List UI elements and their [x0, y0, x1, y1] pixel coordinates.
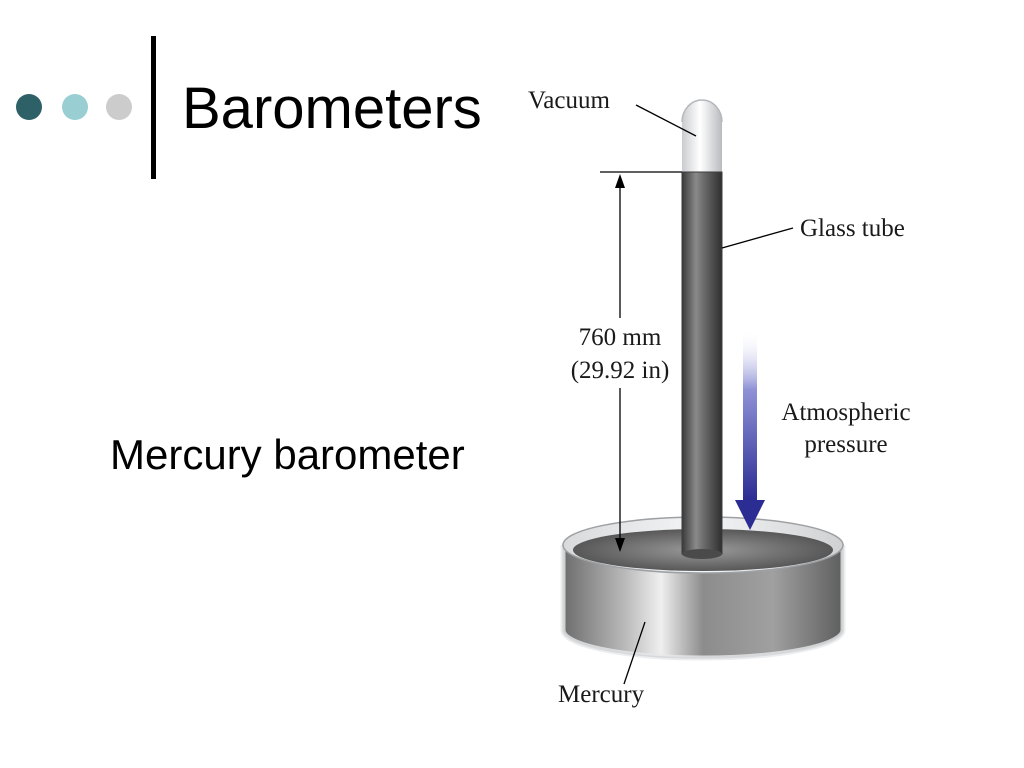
glass-tube-leader-line — [721, 227, 794, 249]
glass-tube — [681, 99, 723, 559]
vacuum-leader-line — [635, 104, 697, 137]
atmospheric-label-line2: pressure — [804, 431, 887, 458]
title-divider — [151, 36, 156, 179]
vacuum-label: Vacuum — [528, 87, 610, 114]
dot-dark — [16, 94, 42, 120]
dot-grey — [106, 94, 132, 120]
atmospheric-pressure-arrow — [735, 330, 765, 530]
slide-caption: Mercury barometer — [110, 431, 465, 478]
slide-title: Barometers — [182, 76, 482, 141]
height-dimension — [600, 171, 682, 552]
height-mm-label: 760 mm — [579, 324, 662, 351]
glass-tube-label: Glass tube — [800, 215, 905, 242]
mercury-label: Mercury — [558, 681, 645, 708]
mercury-dish — [560, 516, 846, 661]
mercury-leader-line — [623, 621, 646, 685]
bullet-dots — [16, 94, 136, 122]
dot-teal — [62, 94, 88, 120]
atmospheric-label-line1: Atmospheric — [781, 399, 910, 426]
height-in-label: (29.92 in) — [571, 357, 670, 384]
